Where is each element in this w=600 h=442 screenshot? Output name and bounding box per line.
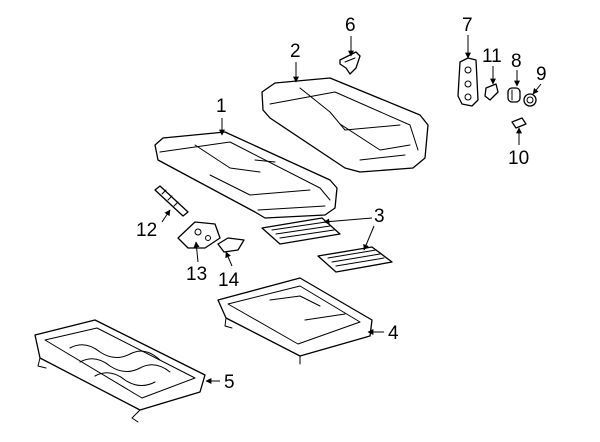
callout-11: 11 <box>482 46 502 67</box>
leader-14 <box>225 251 233 267</box>
part-11-clip <box>484 83 499 101</box>
callout-2: 2 <box>290 41 301 62</box>
part-3-pad-upper <box>261 217 341 245</box>
leader-12 <box>161 209 171 223</box>
leader-9 <box>532 83 542 95</box>
part-7-hinge-plate <box>457 57 479 107</box>
leader-3a <box>323 217 373 225</box>
leader-lines <box>161 35 542 384</box>
callout-8: 8 <box>511 51 522 72</box>
callout-labels: 1 2 3 4 5 6 7 8 9 10 11 12 13 14 <box>136 15 547 393</box>
part-1-seat-cushion <box>154 131 338 219</box>
callout-14: 14 <box>218 270 240 291</box>
callout-7: 7 <box>462 15 473 36</box>
callout-6: 6 <box>345 15 356 36</box>
part-2-seat-back-cushion <box>261 77 429 173</box>
part-13-latch-bracket <box>177 221 221 249</box>
callout-10: 10 <box>508 148 529 169</box>
callout-1: 1 <box>216 96 227 117</box>
leader-3b <box>363 225 375 251</box>
leader-13 <box>193 241 200 263</box>
part-4-seat-pan <box>217 277 373 365</box>
part-12-rod <box>154 185 189 217</box>
callout-9: 9 <box>536 64 547 85</box>
callout-5: 5 <box>224 372 235 393</box>
part-3-pad-lower <box>317 246 393 273</box>
part-10-pin <box>511 117 527 129</box>
part-14-bolt <box>217 237 245 253</box>
callout-13: 13 <box>186 264 207 285</box>
part-5-seat-frame <box>34 319 206 423</box>
callout-3: 3 <box>374 206 385 227</box>
part-8-knob <box>507 87 521 103</box>
part-9-cap <box>523 93 537 107</box>
callout-4: 4 <box>388 323 399 344</box>
callout-12: 12 <box>136 220 157 241</box>
part-6-bracket <box>339 51 361 75</box>
